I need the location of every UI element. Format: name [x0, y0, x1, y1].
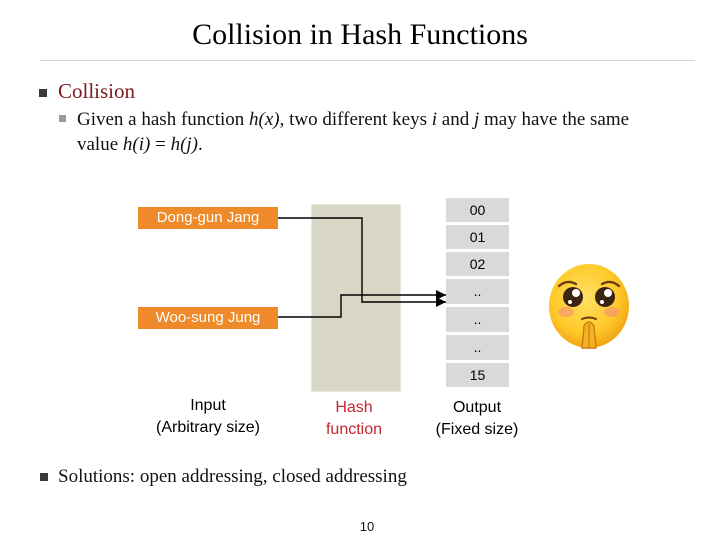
bullet-icon: [39, 89, 47, 97]
page-number: 10: [359, 519, 375, 534]
hash-caption-line-2: function: [325, 421, 383, 438]
output-slot-ellipsis-1: ..: [446, 279, 509, 307]
output-caption-line-2: (Fixed size): [435, 421, 519, 438]
sub-bullet-icon: [59, 115, 66, 122]
hash-function-box: [311, 204, 401, 392]
title-divider: [40, 60, 695, 61]
section-heading: Collision: [58, 79, 136, 103]
output-slot-00: 00: [446, 198, 509, 225]
output-caption-line-1: Output: [452, 399, 502, 416]
slide-title: Collision in Hash Functions: [192, 18, 528, 51]
input-caption-line-2: (Arbitrary size): [155, 419, 260, 436]
output-slot-ellipsis-3: ..: [446, 335, 509, 363]
collision-description: Given a hash function h(x), two differen…: [77, 107, 697, 157]
arrowhead-woo-sung: [436, 290, 446, 300]
input-caption-line-1: Input: [190, 397, 226, 414]
key-dong-gun-jang: Dong-gun Jang: [138, 207, 278, 229]
hash-caption-line-1: Hash: [335, 399, 373, 416]
arrowhead-dong-gun: [436, 297, 446, 307]
description-line-1: Given a hash function h(x), two differen…: [77, 109, 630, 130]
output-slot-02: 02: [446, 252, 509, 279]
output-caption: Output (Fixed size): [416, 397, 538, 441]
hash-function-caption: Hash function: [300, 397, 408, 441]
solutions-text: Solutions: open addressing, closed addre…: [58, 466, 407, 487]
arrow-dong-gun-to-slot: [278, 217, 446, 303]
input-caption: Input (Arbitrary size): [128, 395, 288, 439]
arrow-woo-sung-to-slot: [278, 294, 446, 318]
output-slot-ellipsis-2: ..: [446, 307, 509, 335]
output-table: 00 01 02 .. .. .. 15: [446, 198, 509, 390]
key-woo-sung-jung: Woo-sung Jung: [138, 307, 278, 329]
output-slot-01: 01: [446, 225, 509, 252]
bullet-icon: [40, 473, 48, 481]
output-slot-15: 15: [446, 363, 509, 390]
description-line-2: value h(i) = h(j).: [77, 134, 203, 155]
pleading-face-emoji-icon: [549, 264, 629, 349]
